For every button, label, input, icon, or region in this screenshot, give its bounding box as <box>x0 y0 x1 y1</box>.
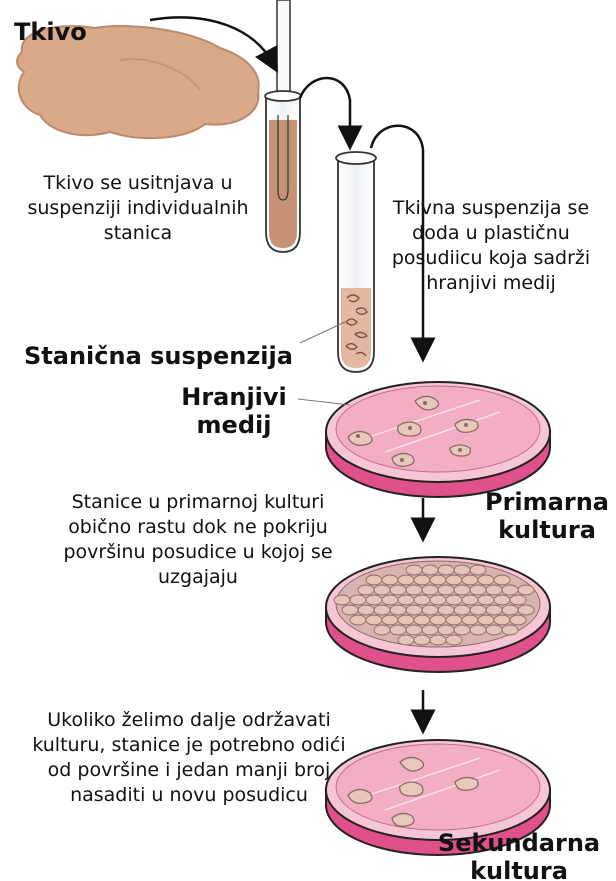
confluent-cell <box>438 625 454 635</box>
confluent-cell <box>510 595 526 605</box>
confluent-cell <box>430 615 446 625</box>
confluent-cell <box>470 625 486 635</box>
confluent-cell <box>366 575 382 585</box>
confluent-cell <box>350 615 366 625</box>
arrow-tube-to-tube <box>300 78 350 138</box>
confluent-cell <box>374 585 390 595</box>
confluent-cell <box>438 605 454 615</box>
confluent-cell <box>470 585 486 595</box>
confluent-cell <box>358 605 374 615</box>
label-suspension-added: Tkivna suspenzija se doda u plastičnu po… <box>376 196 606 296</box>
confluent-cell <box>502 605 518 615</box>
confluent-cell <box>470 565 486 575</box>
confluent-cell <box>406 605 422 615</box>
confluent-cell <box>478 615 494 625</box>
label-primary-growth: Stanice u primarnoj kulturi obično rastu… <box>60 490 336 590</box>
confluent-cell <box>390 585 406 595</box>
label-primary-culture: Primarna kultura <box>482 488 612 544</box>
confluent-cell <box>358 585 374 595</box>
confluent-cell <box>462 595 478 605</box>
confluent-cell <box>390 625 406 635</box>
confluent-cell <box>350 595 366 605</box>
confluent-cell <box>454 585 470 595</box>
pipette <box>277 0 290 102</box>
confluent-cell <box>398 595 414 605</box>
petri-dish-2 <box>326 557 550 672</box>
confluent-cell <box>462 615 478 625</box>
confluent-cell <box>406 565 422 575</box>
confluent-cell <box>438 565 454 575</box>
confluent-cell <box>422 605 438 615</box>
confluent-cell <box>382 615 398 625</box>
confluent-cell <box>446 595 462 605</box>
confluent-cell <box>398 575 414 585</box>
label-secondary-culture: Sekundarna kultura <box>424 829 614 881</box>
confluent-cell <box>422 565 438 575</box>
confluent-cell <box>486 605 502 615</box>
confluent-cell <box>430 635 446 645</box>
confluent-cell <box>414 635 430 645</box>
confluent-cell <box>422 585 438 595</box>
confluent-cell <box>478 575 494 585</box>
confluent-cell <box>366 615 382 625</box>
confluent-cell <box>494 615 510 625</box>
confluent-cell <box>518 605 534 615</box>
confluent-cell <box>478 595 494 605</box>
confluent-cell <box>382 575 398 585</box>
confluent-cell <box>406 625 422 635</box>
confluent-cell <box>486 625 502 635</box>
confluent-cell <box>430 595 446 605</box>
confluent-cell <box>446 615 462 625</box>
confluent-cell <box>446 575 462 585</box>
confluent-cell <box>494 595 510 605</box>
confluent-cell <box>430 575 446 585</box>
confluent-cell <box>334 595 350 605</box>
label-cell-suspension: Stanična suspenzija <box>24 342 293 370</box>
confluent-cell <box>414 615 430 625</box>
label-tissue: Tkivo <box>14 18 87 46</box>
confluent-cell <box>462 575 478 585</box>
confluent-cell <box>406 585 422 595</box>
label-tissue-minced: Tkivo se usitnjava u suspenziji individu… <box>12 171 264 246</box>
confluent-cell <box>454 565 470 575</box>
confluent-cell <box>374 625 390 635</box>
confluent-cell <box>518 585 534 595</box>
confluent-cell <box>390 605 406 615</box>
label-growth-medium: Hranjivi medij <box>168 383 300 439</box>
confluent-cell <box>446 635 462 645</box>
confluent-cell <box>494 575 510 585</box>
confluent-cell <box>342 605 358 615</box>
confluent-cell <box>502 585 518 595</box>
confluent-cell <box>398 635 414 645</box>
confluent-cell <box>454 625 470 635</box>
confluent-cell <box>470 605 486 615</box>
confluent-cell <box>502 625 518 635</box>
medium-pointer <box>298 399 350 405</box>
confluent-cell <box>374 605 390 615</box>
confluent-cell <box>422 625 438 635</box>
confluent-cell <box>366 595 382 605</box>
confluent-cell <box>510 615 526 625</box>
confluent-cell <box>382 595 398 605</box>
confluent-cell <box>414 575 430 585</box>
label-subculture-step: Ukoliko želimo dalje održavati kulturu, … <box>28 708 350 808</box>
confluent-cell <box>438 585 454 595</box>
confluent-cell <box>454 605 470 615</box>
confluent-cell <box>398 615 414 625</box>
first-test-tube <box>265 91 301 252</box>
confluent-cell <box>414 595 430 605</box>
confluent-cell <box>486 585 502 595</box>
second-test-tube <box>336 152 376 372</box>
